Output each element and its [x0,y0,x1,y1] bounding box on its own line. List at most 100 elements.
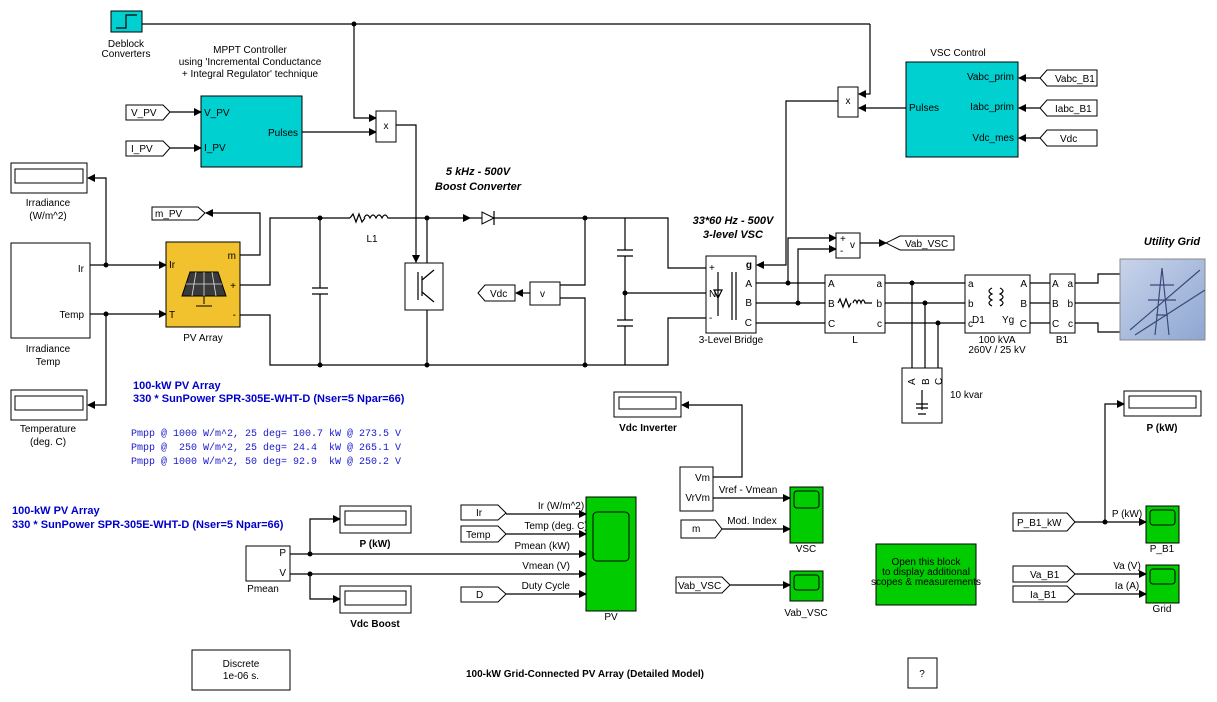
p-kw-display[interactable]: P (kW) [339,505,412,550]
svg-text:100-kW PV Array: 100-kW PV Array [12,505,101,517]
diode [481,211,496,225]
svg-text:Vmean (V): Vmean (V) [522,561,570,572]
from-tag-vdc[interactable]: Vdc [1039,129,1098,147]
svg-text:Vm: Vm [695,473,710,484]
svg-text:c: c [877,319,882,330]
svg-text:Ir (W/m^2): Ir (W/m^2) [538,501,584,512]
svg-text:Pulses: Pulses [909,103,939,114]
svg-text:A: A [907,378,918,385]
svg-text:3-level VSC: 3-level VSC [703,229,764,241]
svg-text:Iabc_B1: Iabc_B1 [1055,104,1092,115]
svg-text:-: - [233,310,236,321]
help-button[interactable]: ? [907,657,938,689]
from-tag-i-pv[interactable]: I_PV [125,140,171,157]
pmean-block[interactable]: P V Pmean [245,545,291,595]
svg-text:B: B [828,299,835,310]
svg-text:Vdc Boost: Vdc Boost [350,619,400,630]
svg-text:C: C [745,318,752,329]
from-tag-ia-b1[interactable]: Ia_B1 [1012,585,1076,603]
from-tag-vabc-b1[interactable]: Vabc_B1 [1039,69,1098,87]
svg-text:P_B1_kW: P_B1_kW [1017,518,1062,529]
igbt-switch-block[interactable] [404,262,444,311]
bus-b1-block[interactable]: A B C a b c B1 [1049,273,1076,346]
goto-tag-vab-vsc[interactable]: Vab_VSC [884,235,955,251]
svg-text:Ir: Ir [78,264,85,275]
svg-text:b: b [876,299,882,310]
additional-measurements-block[interactable]: Open this block to display additional sc… [871,543,981,606]
goto-tag-vdc[interactable]: Vdc [477,284,516,302]
svg-text:V_PV: V_PV [131,108,157,119]
svg-text:g: g [746,260,752,271]
series-rl-block-L[interactable]: A B C a b c L [824,274,886,346]
svg-text:C: C [1020,319,1027,330]
svg-text:Utility Grid: Utility Grid [1144,236,1201,248]
svg-text:L1: L1 [366,234,378,245]
vab-vsc-scope[interactable]: Vab_VSC [784,570,828,619]
multiply-block-vsc[interactable]: x [837,86,859,118]
svg-text:+: + [230,281,236,292]
svg-text:V_PV: V_PV [204,108,230,119]
from-tag-vab-vsc[interactable]: Vab_VSC [675,576,731,594]
svg-text:m: m [228,251,236,262]
svg-text:Boost Converter: Boost Converter [435,181,522,193]
pv-scope[interactable]: PV [585,496,637,623]
svg-text:(deg. C): (deg. C) [30,437,66,448]
svg-text:Vabc_B1: Vabc_B1 [1055,74,1095,85]
svg-text:A: A [745,279,752,290]
irradiance-display[interactable]: Irradiance (W/m^2) [10,162,88,222]
from-tag-va-b1[interactable]: Va_B1 [1012,565,1076,583]
three-level-bridge-block[interactable]: + N - g A B C 3-Level Bridge [699,255,764,346]
svg-text:x: x [384,121,389,132]
svg-text:100-kW PV Array: 100-kW PV Array [133,380,222,392]
voltage-measurement-boost[interactable]: v [529,281,561,306]
inductor-l1[interactable]: L1 [349,212,395,245]
diagram-title: 100-kW Grid-Connected PV Array (Detailed… [466,669,704,680]
svg-text:+ Integral Regulator' techniq: + Integral Regulator' technique [182,69,319,80]
vsc-scope[interactable]: VSC [789,486,824,555]
svg-text:m_PV: m_PV [155,209,183,220]
utility-grid-block[interactable] [1119,258,1206,341]
svg-text:B: B [1020,299,1027,310]
temperature-display[interactable]: Temperature (deg. C) [10,389,88,448]
svg-text:Temp (deg. C): Temp (deg. C) [524,521,587,532]
solar-panel-icon [181,271,227,307]
p-b1-scope[interactable]: P_B1 [1145,505,1180,555]
svg-text:VSC Control: VSC Control [930,48,986,59]
transformer-block[interactable]: a b c A B C D1 Yg 100 kVA 260V / 25 kV [964,274,1031,356]
from-tag-ir[interactable]: Ir [460,504,507,521]
svg-text:D: D [476,590,483,601]
deblock-step-block[interactable]: Deblock Converters [102,10,151,60]
svg-text:D1: D1 [972,315,985,326]
svg-text:Ir: Ir [476,508,483,519]
from-tag-v-pv[interactable]: V_PV [125,104,171,121]
from-tag-iabc-b1[interactable]: Iabc_B1 [1039,99,1098,117]
mppt-controller-block[interactable]: V_PV I_PV Pulses [200,95,303,168]
svg-text:Grid: Grid [1153,604,1172,615]
goto-tag-m-pv[interactable]: m_PV [151,206,206,221]
svg-text:+: + [840,234,846,245]
vsc-control-block[interactable]: Vabc_prim Iabc_prim Vdc_mes Pulses [905,61,1019,158]
svg-text:+: + [709,263,715,274]
svg-text:10 kvar: 10 kvar [950,390,983,401]
from-tag-d[interactable]: D [460,586,507,603]
multiply-block-boost[interactable]: x [375,110,397,143]
p-kw-grid-display[interactable]: P (kW) [1123,390,1202,434]
transmission-tower-icon [1129,267,1206,336]
svg-text:I_PV: I_PV [204,143,226,154]
grid-scope[interactable]: Grid [1145,564,1180,615]
svg-text:330 * SunPower SPR-305E-WHT-D: 330 * SunPower SPR-305E-WHT-D (Nser=5 Np… [12,519,284,531]
irradiance-temp-source-block[interactable]: Ir Temp Irradiance Temp [10,242,91,368]
from-tag-temp[interactable]: Temp [460,525,507,543]
vdc-inverter-display[interactable]: Vdc Inverter [613,391,682,434]
svg-text:P (kW): P (kW) [1112,509,1142,520]
from-tag-m[interactable]: m [680,519,723,539]
svg-text:Iabc_prim: Iabc_prim [970,102,1014,113]
pv-array-block[interactable]: Ir T m + - PV Array [165,241,241,344]
from-tag-p-b1-kw[interactable]: P_B1_kW [1012,512,1076,532]
capacitor-bank-block[interactable]: A B C 10 kvar [901,367,983,424]
voltage-measurement-vsc[interactable]: +-v [835,232,861,259]
vdc-boost-display[interactable]: Vdc Boost [339,585,412,630]
